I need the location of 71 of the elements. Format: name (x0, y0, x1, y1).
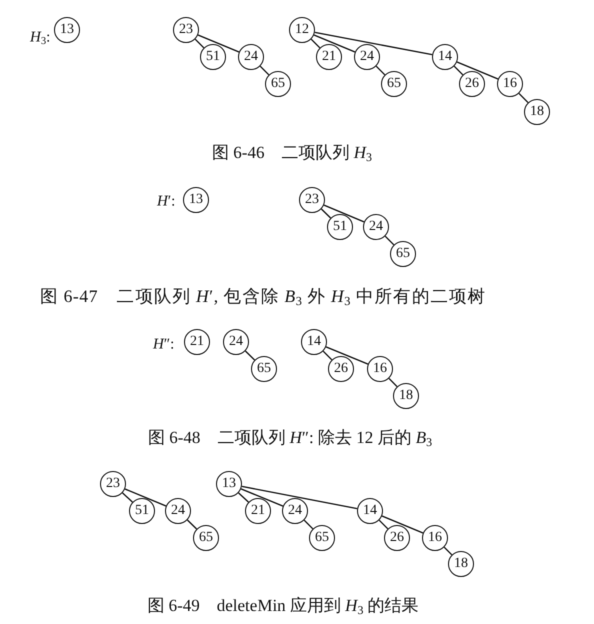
tree-node: 23 (173, 17, 199, 43)
tree-node: 24 (165, 498, 191, 524)
tree-node: 14 (432, 44, 458, 70)
tree-edge (304, 520, 314, 530)
figure-caption: 图 6-48 二项队列 H″: 除去 12 后的 B$_{3}$ (148, 428, 432, 448)
tree-edge (388, 378, 398, 388)
tree-node: 16 (422, 525, 448, 551)
tree-node: 65 (265, 71, 291, 97)
tree-node: 21 (316, 44, 342, 70)
tree-edge (242, 486, 358, 510)
queue-label: H$_{3}$: (30, 29, 50, 47)
tree-node: 24 (354, 44, 380, 70)
tree-node: 65 (251, 356, 277, 382)
tree-node: 26 (384, 525, 410, 551)
tree-edge (124, 488, 166, 507)
tree-edge (320, 208, 332, 218)
tree-node: 23 (100, 471, 126, 497)
tree-node: 51 (200, 44, 226, 70)
tree-node: 24 (238, 44, 264, 70)
tree-edge (376, 66, 386, 76)
tree-edge (198, 34, 240, 53)
tree-node: 51 (327, 214, 353, 240)
tree-node: 21 (245, 498, 271, 524)
tree-node: 26 (328, 356, 354, 382)
tree-node: 18 (448, 551, 474, 577)
tree-edge (260, 66, 270, 76)
tree-node: 13 (54, 17, 80, 43)
tree-node: 16 (497, 71, 523, 97)
tree-edge (326, 346, 368, 365)
tree-node: 23 (299, 187, 325, 213)
figure-caption: 图 6-46 二项队列 H$_{3}$ (212, 143, 372, 163)
tree-node: 24 (223, 329, 249, 355)
tree-node: 13 (216, 471, 242, 497)
tree-edge (194, 38, 204, 48)
tree-edge (314, 34, 356, 53)
tree-edge (324, 204, 364, 222)
tree-node: 65 (381, 71, 407, 97)
tree-edge (186, 520, 198, 530)
tree-node: 26 (459, 71, 485, 97)
tree-node: 65 (390, 241, 416, 267)
tree-edge (518, 92, 528, 104)
tree-edge (310, 38, 320, 48)
tree-node: 24 (363, 214, 389, 240)
tree-edge (238, 492, 249, 503)
tree-edge (454, 66, 464, 76)
tree-node: 65 (193, 525, 219, 551)
figure-caption: 图 6-49 deleteMin 应用到 H$_{3}$ 的结果 (147, 596, 419, 616)
tree-edge (240, 488, 284, 507)
tree-node: 18 (524, 99, 550, 125)
tree-node: 16 (367, 356, 393, 382)
tree-node: 24 (282, 498, 308, 524)
tree-node: 12 (289, 17, 315, 43)
tree-edge (244, 350, 256, 360)
tree-node: 18 (393, 383, 419, 409)
tree-node: 14 (357, 498, 383, 524)
tree-edge (444, 546, 452, 556)
tree-node: 21 (184, 329, 210, 355)
tree-edge (314, 32, 432, 56)
tree-edge (382, 515, 424, 534)
queue-label: H″: (153, 336, 174, 354)
tree-node: 65 (309, 525, 335, 551)
tree-edge (122, 492, 133, 503)
tree-edge (378, 520, 388, 530)
queue-label: H′: (157, 193, 176, 211)
tree-node: 13 (183, 187, 209, 213)
tree-edge (456, 61, 498, 80)
tree-node: 14 (301, 329, 327, 355)
tree-edge (384, 236, 394, 246)
tree-edge (322, 350, 332, 360)
tree-node: 51 (129, 498, 155, 524)
figure-caption: 图 6-47 二项队列 H′, 包含除 B$_{3}$ 外 H$_{3}$ 中所有的二项树 (40, 286, 486, 306)
